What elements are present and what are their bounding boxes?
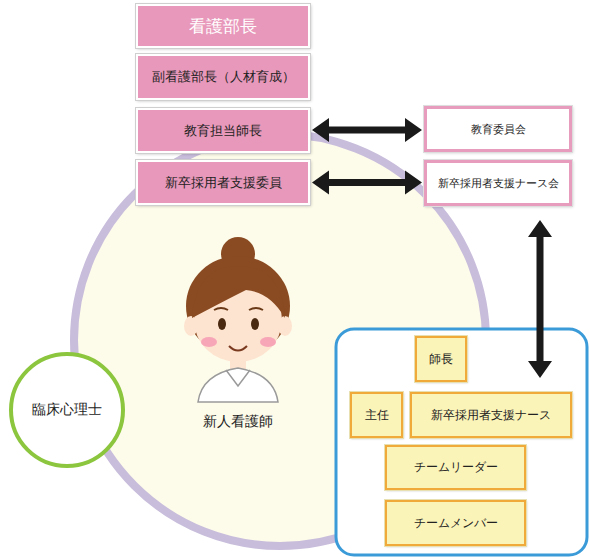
staff-box: 師長 bbox=[415, 336, 467, 382]
role-box: 副看護部長（人材育成） bbox=[136, 54, 310, 100]
node-label: 教育委員会 bbox=[471, 122, 526, 137]
double-arrow bbox=[312, 171, 422, 195]
node-label: 看護部長 bbox=[189, 15, 257, 38]
staff-box: 新卒採用者支援ナース bbox=[410, 392, 572, 438]
double-arrow bbox=[528, 220, 552, 378]
role-box: 新卒採用者支援委員 bbox=[136, 160, 310, 205]
double-arrow bbox=[312, 118, 422, 142]
node-label: 主任 bbox=[365, 407, 389, 424]
role-box: 看護部長 bbox=[136, 4, 310, 48]
node-label: 新人看護師 bbox=[170, 413, 306, 431]
psychologist-circle: 臨床心理士 bbox=[9, 352, 125, 468]
staff-box: チームリーダー bbox=[385, 445, 526, 490]
node-label: 副看護部長（人材育成） bbox=[152, 68, 295, 86]
node-label: 教育担当師長 bbox=[184, 122, 262, 140]
node-label: チームメンバー bbox=[414, 515, 498, 532]
node-label: チームリーダー bbox=[414, 459, 498, 476]
committee-box: 教育委員会 bbox=[424, 106, 572, 152]
staff-box: チームメンバー bbox=[385, 500, 526, 546]
node-label: 新卒採用者支援委員 bbox=[165, 174, 282, 192]
node-label: 臨床心理士 bbox=[32, 401, 102, 419]
role-box: 教育担当師長 bbox=[136, 108, 310, 153]
node-label: 新卒採用者支援ナース bbox=[431, 407, 551, 424]
node-label: 師長 bbox=[429, 351, 453, 368]
staff-box: 主任 bbox=[350, 392, 403, 438]
circle-shape bbox=[11, 354, 123, 466]
committee-box: 新卒採用者支援ナース会 bbox=[424, 160, 572, 206]
node-label: 新卒採用者支援ナース会 bbox=[438, 176, 559, 191]
